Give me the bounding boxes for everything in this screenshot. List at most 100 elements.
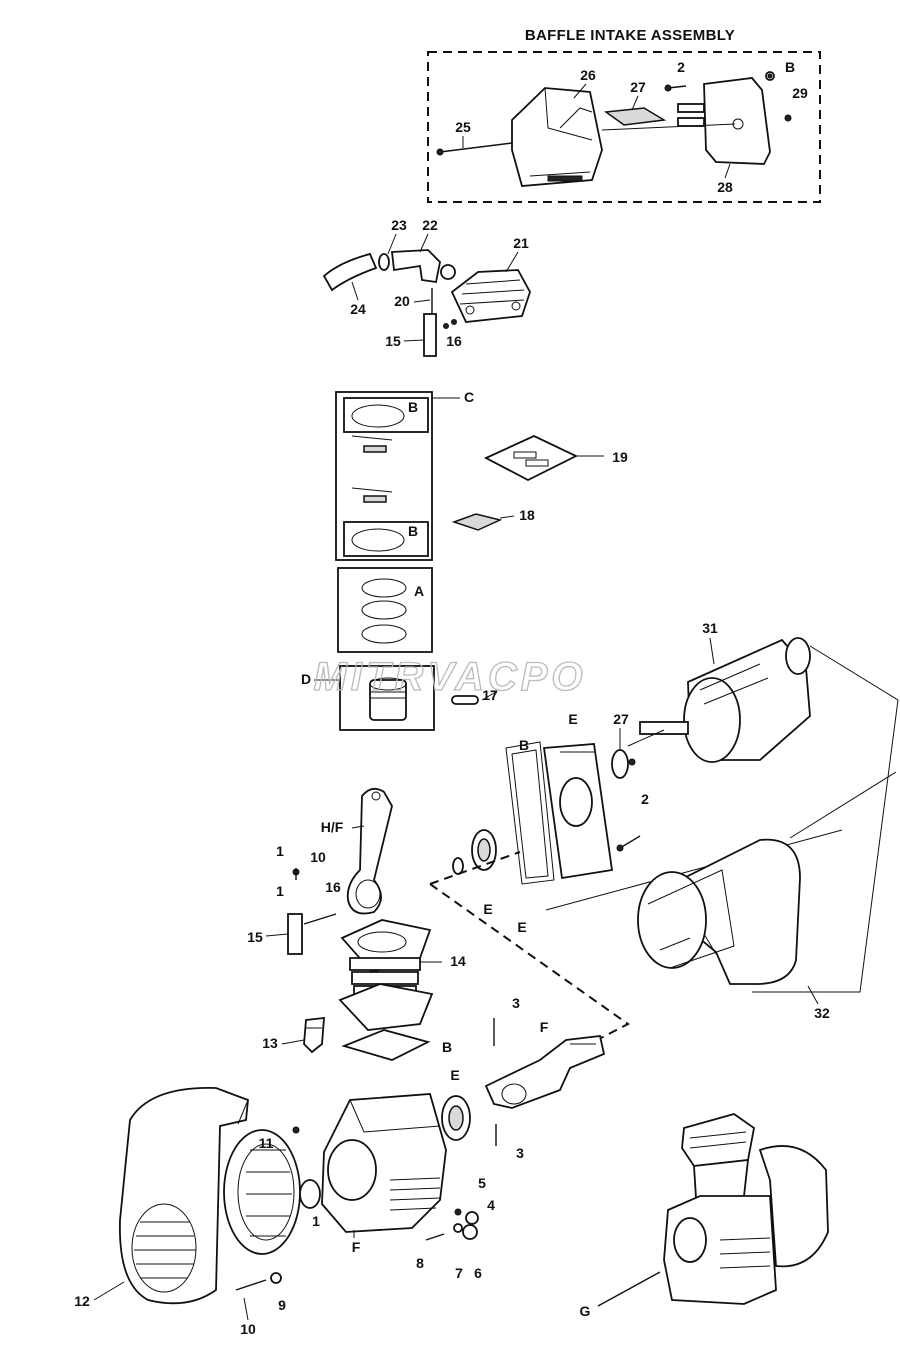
label-c: C: [464, 389, 474, 405]
piston-kit-box-d: [339, 665, 435, 731]
part-12-fan-shroud: [119, 1087, 249, 1305]
crankcase-screw-top: [292, 1126, 300, 1134]
label-d: D: [301, 671, 311, 687]
part-28-intake-body: [601, 77, 771, 165]
part-15-bracket: [423, 313, 437, 357]
part-23-clamp: [378, 253, 390, 271]
label-b-crankcase-gasket: B: [442, 1039, 452, 1055]
label-b-gasket: B: [519, 737, 529, 753]
part-16-screw-lower: [303, 913, 337, 925]
label-24: 24: [350, 301, 366, 317]
part-25-rod: [436, 141, 521, 156]
part-17-wrist-pin: [451, 691, 497, 705]
crankcase-gasket-b: [341, 1029, 431, 1061]
label-3-upper: 3: [512, 995, 520, 1011]
part-6-sight-glass: [462, 1224, 478, 1240]
label-b-valve-top: B: [408, 399, 418, 415]
label-2-end-bell: 2: [641, 791, 649, 807]
part-31-armature: [627, 637, 811, 766]
label-e-bearing: E: [483, 901, 492, 917]
label-1-a: 1: [276, 843, 284, 859]
label-a: A: [414, 583, 424, 599]
label-6: 6: [474, 1265, 482, 1281]
part-5-washer: [454, 1208, 462, 1216]
label-31: 31: [702, 620, 718, 636]
label-2-top: 2: [677, 59, 685, 75]
part-hf-connecting-rod: [346, 787, 393, 915]
label-28: 28: [717, 179, 733, 195]
part-7-o-ring: [453, 1223, 463, 1233]
label-7: 7: [455, 1265, 463, 1281]
label-17: 17: [482, 687, 498, 703]
label-19: 19: [612, 449, 628, 465]
part-13-breather: [303, 1016, 325, 1054]
label-f-crankcase: F: [352, 1239, 361, 1255]
label-5: 5: [478, 1175, 486, 1191]
part-4-plug: [465, 1211, 479, 1225]
part-15-bracket-lower: [287, 913, 303, 955]
label-g: G: [580, 1303, 591, 1319]
label-16-lower: 16: [325, 879, 341, 895]
label-9: 9: [278, 1297, 286, 1313]
label-1-seal: 1: [312, 1213, 320, 1229]
label-16-top: 16: [446, 333, 462, 349]
part-27-filter-pad: [603, 107, 667, 126]
part-8-drain-plug: [425, 1233, 445, 1241]
head-gasket-ring: [440, 264, 456, 280]
ring-kit-box-a: [337, 567, 433, 653]
part-f-crankcase: [321, 1093, 447, 1233]
label-23: 23: [391, 217, 407, 233]
label-e-gasket: E: [517, 919, 526, 935]
part-18-reed: [451, 513, 503, 531]
label-29: 29: [792, 85, 808, 101]
label-e-end-bell: E: [568, 711, 577, 727]
part-21-cylinder-head: [450, 269, 531, 323]
part-9-fan-washer: [270, 1272, 282, 1284]
part-10-fan-bolt: [235, 1279, 267, 1291]
motor-group-bracket: [752, 645, 899, 993]
label-22: 22: [422, 217, 438, 233]
part-16-screws: [443, 319, 457, 329]
label-18: 18: [519, 507, 535, 523]
part-e-bearing-left: [471, 829, 497, 871]
label-f-crankshaft: F: [540, 1019, 549, 1035]
assembled-compressor-g: [663, 1113, 829, 1305]
label-4: 4: [487, 1197, 495, 1213]
label-21: 21: [513, 235, 529, 251]
part-11-fan-wheel: [223, 1129, 301, 1255]
label-10-lower: 10: [240, 1321, 256, 1337]
part-e-main-bearing: [441, 1095, 471, 1141]
label-14: 14: [450, 953, 466, 969]
part-1-seal: [299, 1179, 321, 1209]
motor-alignment-dash-top: [429, 851, 521, 885]
part-29-nut: [784, 114, 792, 122]
label-20: 20: [394, 293, 410, 309]
label-10-upper: 10: [310, 849, 326, 865]
valve-kit-box-c: [335, 391, 433, 561]
part-14-cylinder: [338, 919, 434, 1031]
label-e-main-bearing: E: [450, 1067, 459, 1083]
motor-end-bell-e: [542, 743, 614, 880]
label-12: 12: [74, 1293, 90, 1309]
label-13: 13: [262, 1035, 278, 1051]
label-27-top: 27: [630, 79, 646, 95]
label-b-top: B: [785, 59, 795, 75]
diagram-title: BAFFLE INTAKE ASSEMBLY: [525, 27, 735, 44]
motor-end-gasket-b: [505, 741, 555, 885]
label-15-top: 15: [385, 333, 401, 349]
part-32-motor-housing: [637, 838, 801, 985]
part-f-crankshaft: [484, 1035, 606, 1109]
baffle-intake-assembly-box: [427, 51, 821, 203]
label-26: 26: [580, 67, 596, 83]
label-11: 11: [259, 1135, 274, 1151]
part-27-seal-ring: [611, 749, 629, 779]
part-22-elbow: [391, 249, 441, 284]
part-10-bolt-upper: [292, 868, 300, 880]
bearing-retainer-ring: [452, 857, 464, 875]
motor-long-bolt: [789, 771, 897, 839]
part-2-end-bell-screw: [616, 835, 641, 852]
label-3-lower: 3: [516, 1145, 524, 1161]
watermark-text: MITRVACPO: [313, 655, 586, 699]
